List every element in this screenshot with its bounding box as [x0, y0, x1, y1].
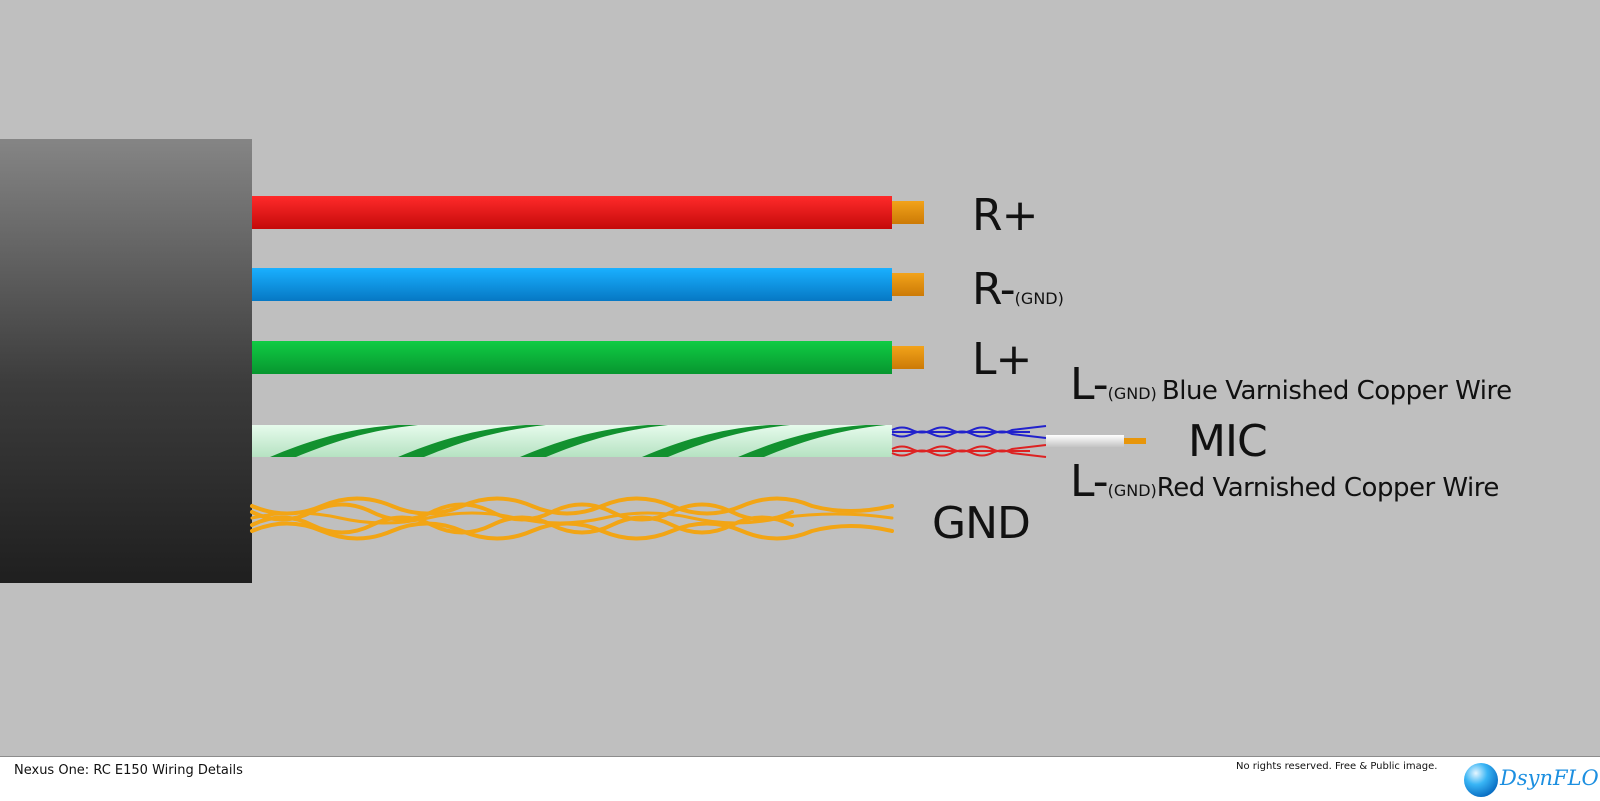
mic-white-core	[1046, 435, 1124, 447]
wire-l-plus	[252, 341, 924, 374]
green-copper-tip	[892, 346, 924, 369]
footer-title: Nexus One: RC E150 Wiring Details	[14, 763, 243, 778]
label-l-red-desc: Red Varnished Copper Wire	[1156, 473, 1500, 503]
red-varnished-strands	[891, 444, 1047, 458]
cable-jacket	[0, 139, 252, 583]
wire-mic	[252, 425, 1146, 458]
label-r-plus: R+	[972, 190, 1038, 241]
red-insulation	[252, 196, 892, 229]
label-r-minus: R-(GND)	[972, 268, 1064, 312]
label-mic: MIC	[1188, 416, 1268, 467]
red-copper-tip	[892, 201, 924, 224]
label-l-minus-red: L-(GND)Red Varnished Copper Wire	[1070, 460, 1499, 504]
label-l-plus: L+	[972, 334, 1032, 385]
mic-stripes	[270, 425, 886, 457]
label-r-minus-main: R-	[972, 264, 1016, 315]
wire-r-plus	[252, 196, 924, 229]
label-l-red-sub: (GND)	[1107, 481, 1157, 500]
wire-gnd-braid	[250, 496, 894, 541]
green-insulation	[252, 341, 892, 374]
label-l-blue-desc: Blue Varnished Copper Wire	[1161, 376, 1512, 406]
wiring-diagram	[0, 139, 1146, 583]
mic-copper-tip	[1124, 438, 1146, 444]
footer-bar: Nexus One: RC E150 Wiring Details No rig…	[0, 756, 1600, 801]
logo-orb-icon	[1464, 763, 1498, 797]
footer-rights-notice: No rights reserved. Free & Public image.	[1236, 761, 1438, 772]
wire-r-minus	[252, 268, 924, 301]
label-l-blue-sub: (GND)	[1107, 384, 1157, 403]
label-r-minus-sub: (GND)	[1014, 289, 1064, 308]
blue-copper-tip	[892, 273, 924, 296]
logo-text: DsynFLO	[1500, 766, 1599, 790]
label-gnd: GND	[932, 498, 1031, 549]
label-l-blue-main: L-	[1070, 359, 1109, 410]
dsynflo-logo: DsynFLO	[1464, 761, 1599, 799]
label-l-red-main: L-	[1070, 456, 1109, 507]
label-l-minus-blue: L-(GND) Blue Varnished Copper Wire	[1070, 363, 1512, 407]
blue-insulation	[252, 268, 892, 301]
blue-varnished-strands	[891, 425, 1047, 439]
